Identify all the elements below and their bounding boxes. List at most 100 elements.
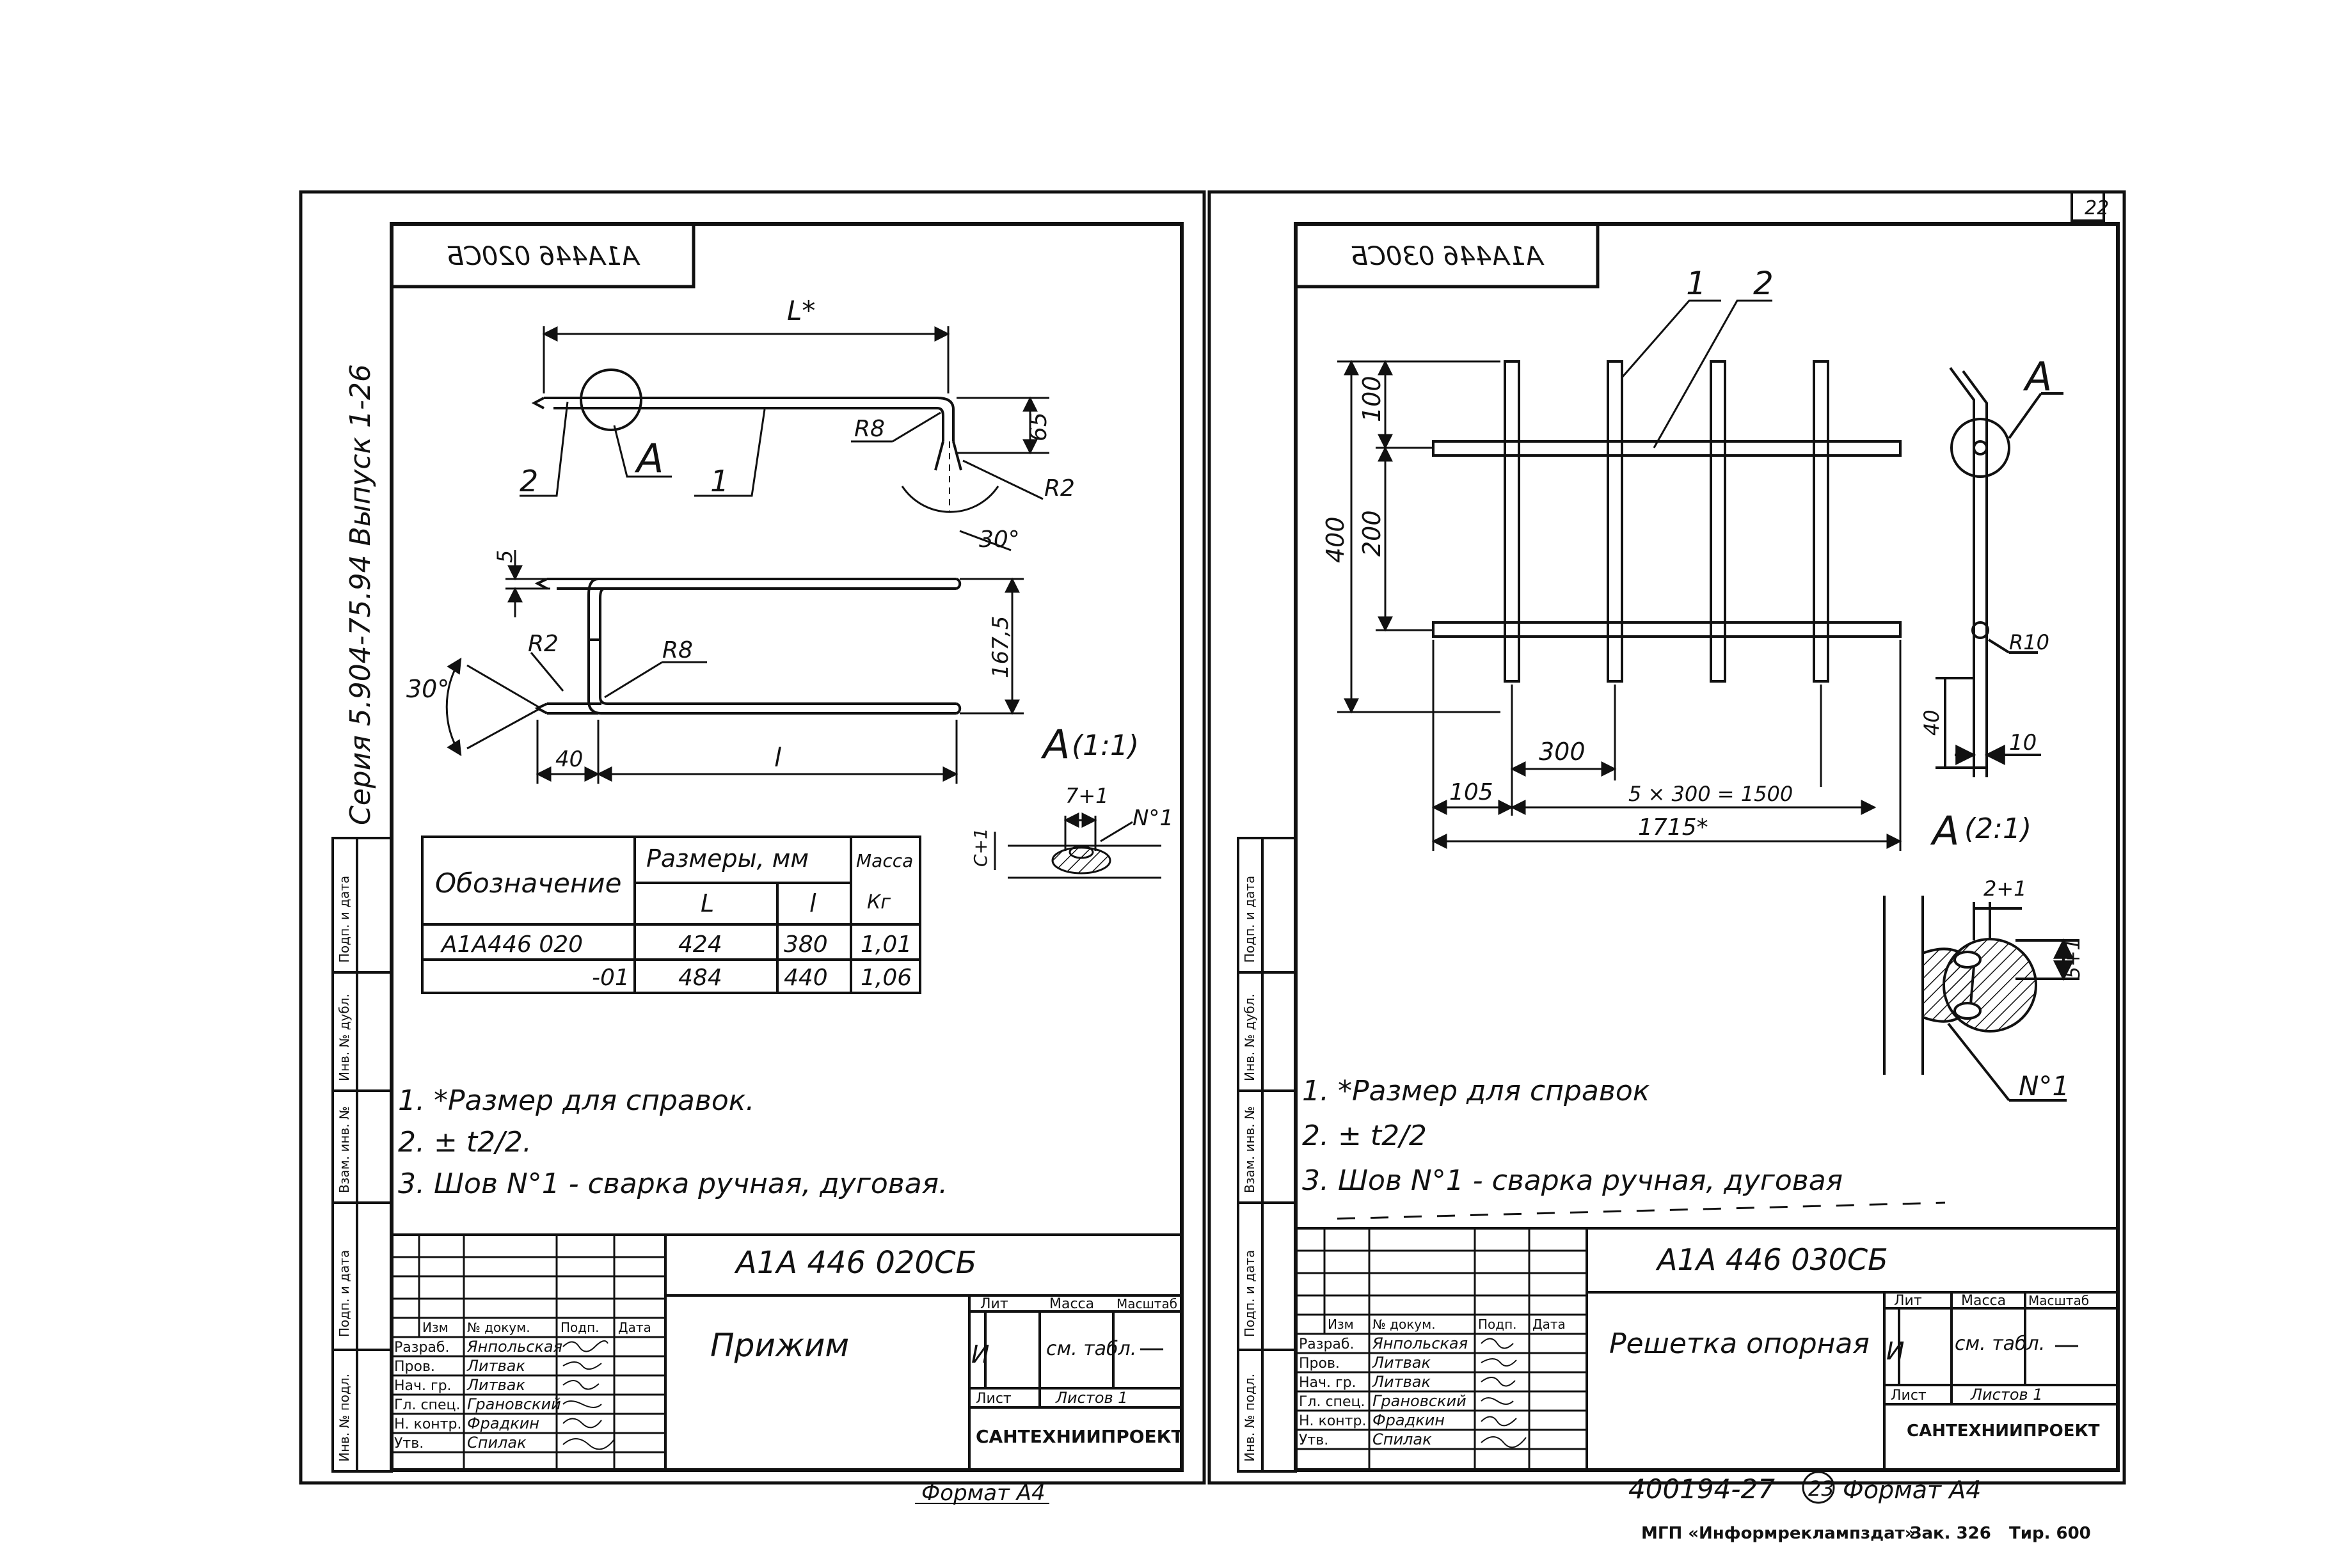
side-callout-A: A	[2023, 353, 2052, 400]
R2-plan-text: R2	[528, 631, 559, 657]
left-tb-sheet: Лист	[976, 1391, 1012, 1407]
right-tb-org: САНТЕХНИИПРОЕКТ	[1907, 1421, 2100, 1441]
tb-person: Фрадкин	[467, 1414, 539, 1432]
note-line: 1. *Размер для справок	[1302, 1075, 1650, 1107]
table-header-L: L	[701, 889, 714, 917]
R8-plan-text: R8	[662, 637, 693, 663]
note-line: 1. *Размер для справок.	[398, 1084, 754, 1117]
left-tb-mass-val: см. табл.	[1046, 1338, 1136, 1360]
callout-A-label: A	[634, 435, 664, 482]
position-leaders	[520, 401, 766, 497]
right-tb-scale: Масштаб	[2028, 1293, 2089, 1308]
side-label: Подп. и дата	[337, 876, 352, 963]
footer-page-circle	[1802, 1471, 1835, 1504]
detailA-left-scale: (1:1)	[1072, 729, 1139, 762]
right-side-labels: Подп. и дата Инв. № дубл. Взам. инв. № П…	[1242, 876, 1257, 1462]
table-header-kg: Кг	[867, 891, 891, 914]
imprint-run: Тир. 600	[2009, 1524, 2091, 1543]
tb-person: Литвак	[466, 1376, 525, 1394]
dim-L-star	[542, 326, 950, 393]
note-line: 3. Шов N°1 - сварка ручная, дуговая	[1302, 1164, 1843, 1197]
detailA-right-scale: (2:1)	[1964, 812, 2031, 845]
side-label: Подп. и дата	[1242, 1250, 1257, 1337]
table-header-mass: Масса	[856, 850, 913, 871]
detailA-right-d2: 2+1	[1983, 876, 2027, 901]
right-tb-code: А1А 446 030СБ	[1655, 1242, 1888, 1277]
note-line: 2. ± t2/2	[1302, 1120, 1427, 1152]
dim-L-star-text: L*	[787, 295, 815, 326]
left-tb-scale: Масштаб	[1117, 1296, 1177, 1311]
left-notes: 1. *Размер для справок. 2. ± t2/2. 3. Шо…	[398, 1084, 948, 1200]
right-tb-mass-val: см. табл.	[1955, 1333, 2045, 1355]
series-note: Серия 5.904-75.94 Выпуск 1-26	[344, 364, 377, 825]
detailA-right-section	[1883, 896, 2079, 1102]
table-header-l: l	[809, 889, 816, 917]
detailA-left-gap: 7+1	[1065, 784, 1109, 808]
left-title-block-people: Янпольская Литвак Литвак Грановский Фрад…	[466, 1338, 562, 1452]
side-dim-10: 10	[2009, 730, 2037, 756]
tb-person: Фрадкин	[1372, 1411, 1445, 1429]
R2-leader	[962, 459, 1044, 500]
left-tb-lit-val: И	[971, 1340, 989, 1368]
left-tb-code: А1А 446 020СБ	[734, 1245, 976, 1281]
right-format: Формат А4	[1843, 1476, 1981, 1504]
tb-role: Разраб.	[394, 1340, 449, 1356]
tb-role: Утв.	[1299, 1432, 1328, 1448]
left-outer-frame	[299, 190, 1206, 1485]
dim-300-text: 300	[1539, 738, 1586, 766]
tb-person: Спилак	[467, 1434, 527, 1452]
right-designation-box	[1294, 222, 1600, 289]
left-tb-name: Прижим	[710, 1327, 849, 1364]
table-cell-L: 484	[678, 965, 722, 991]
page-corner-number: 22	[2085, 197, 2109, 219]
tb-role: Пров.	[394, 1359, 435, 1375]
detailA-left-c: C+1	[970, 828, 991, 867]
right-tb-lit: Лит	[1894, 1293, 1922, 1309]
R8-leader	[892, 411, 941, 443]
grid-dims	[1337, 360, 1902, 851]
tb-role: Нач. гр.	[394, 1378, 452, 1394]
right-tb-sheet: Лист	[1891, 1388, 1927, 1404]
R8-text: R8	[854, 416, 885, 442]
left-designation-mirrored: А1А446 020СБ	[447, 242, 641, 271]
left-tb-mass: Масса	[1049, 1296, 1094, 1312]
tb-h-sign: Подп.	[1478, 1317, 1517, 1332]
tb-h-doc: № докум.	[467, 1320, 530, 1335]
side-label: Инв. № дубл.	[1242, 994, 1257, 1081]
grid-pos-1: 1	[1686, 265, 1706, 302]
R10-text: R10	[2009, 630, 2049, 654]
right-tb-mass: Масса	[1961, 1293, 2006, 1309]
tb-role: Пров.	[1299, 1356, 1340, 1372]
tb-role: Утв.	[394, 1436, 424, 1452]
support-grid	[1432, 360, 1902, 683]
callout-circle-A	[580, 368, 642, 431]
left-side-stamp	[331, 837, 393, 1473]
table-header-sizes: Размеры, мм	[646, 844, 809, 873]
detailA-right-weld: N°1	[2019, 1070, 2069, 1102]
clamp-plan-view	[534, 578, 962, 715]
detailA-right-title: A	[1930, 807, 1959, 854]
tb-role: Н. контр.	[1299, 1413, 1366, 1429]
dim-40-text: 40	[555, 747, 583, 772]
tb-person: Грановский	[467, 1395, 561, 1413]
tb-role: Гл. спец.	[394, 1397, 460, 1413]
sizes-table-grid	[421, 835, 921, 994]
page-corner-box	[2071, 191, 2105, 222]
dim-1715-text: 1715*	[1638, 814, 1708, 841]
angle-30-left	[445, 657, 541, 757]
right-title-block-grid	[1296, 1227, 2118, 1470]
dim-65	[957, 396, 1049, 455]
table-cell-designation: -01	[592, 965, 630, 991]
detailA-left-title: A	[1040, 721, 1070, 768]
tb-role: Н. контр.	[394, 1416, 461, 1432]
dim-5-text: 5	[493, 550, 517, 563]
table-header-designation: Обозначение	[435, 867, 621, 899]
left-tb-scale-val: —	[1139, 1333, 1164, 1363]
dim-1675	[960, 577, 1024, 715]
table-cell-l: 380	[784, 931, 828, 958]
tb-person: Литвак	[1372, 1373, 1431, 1391]
dim-l-text: l	[774, 743, 781, 773]
table-cell-L: 424	[678, 931, 722, 958]
left-format: Формат А4	[921, 1480, 1045, 1506]
